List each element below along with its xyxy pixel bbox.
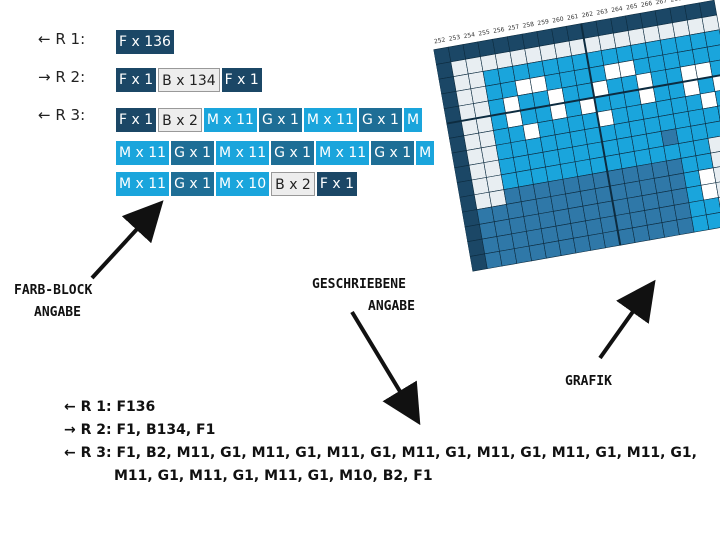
callout-farb-block-line1: FARB-BLOCK: [14, 283, 93, 298]
color-block-m: M: [403, 108, 423, 132]
grid-column-number: 256: [493, 26, 506, 35]
grid-divider-horizontal: [446, 73, 720, 125]
grid-column-number: 261: [566, 13, 579, 22]
arrow-geschriebene: [350, 310, 421, 426]
grid-column-number: 264: [611, 5, 624, 14]
row-label-r3: ← R 3:: [38, 106, 86, 124]
grid-cell: [705, 211, 720, 230]
written-line-r2: → R 2: F1, B134, F1: [64, 422, 216, 438]
color-block-f: F x 136: [116, 30, 174, 54]
row-label-r1: ← R 1:: [38, 30, 86, 48]
grid-column-number: 267: [655, 0, 668, 6]
color-block-g: G x 1: [359, 108, 402, 132]
block-row-1: F x 136: [116, 30, 174, 54]
callout-grafik: GRAFIK: [565, 374, 612, 389]
color-block-g: G x 1: [371, 141, 415, 165]
color-block-b: B x 2: [158, 108, 202, 132]
grid-column-number: 268: [670, 0, 683, 4]
color-block-m: M x 11: [303, 108, 357, 132]
color-block-f: F x 1: [316, 172, 357, 196]
color-block-g: G x 1: [271, 141, 315, 165]
grid-column-number: 252: [434, 36, 447, 45]
color-block-b: B x 2: [271, 172, 315, 196]
grid-cell: [717, 103, 720, 122]
written-line-r3: ← R 3: F1, B2, M11, G1, M11, G1, M11, G1…: [64, 445, 697, 461]
written-instructions: ← R 1: F136 → R 2: F1, B134, F1 ← R 3: F…: [64, 396, 697, 488]
color-block-g: G x 1: [171, 172, 215, 196]
grid-column-number: 258: [522, 21, 535, 30]
color-block-f: F x 1: [116, 108, 157, 132]
grid-column-number: 257: [507, 23, 520, 32]
grid-cell: [712, 164, 720, 184]
grid-column-number: 262: [581, 10, 594, 19]
grid-column-number: 266: [640, 0, 653, 9]
arrow-grafik: [598, 279, 656, 360]
color-block-f: F x 1: [221, 68, 262, 92]
color-block-f: F x 1: [116, 68, 157, 92]
grid-column-number: 255: [478, 29, 491, 38]
callout-geschriebene-line2: ANGABE: [368, 299, 415, 314]
grid-column-number: 259: [537, 18, 550, 27]
color-block-m: M x 11: [216, 141, 270, 165]
color-block-b: B x 134: [158, 68, 220, 92]
color-block-m: M x 10: [216, 172, 270, 196]
row-label-r2: → R 2:: [38, 68, 86, 86]
callout-farb-block: FARB-BLOCK ANGABE: [14, 280, 92, 324]
arrow-farb-block: [90, 200, 164, 280]
grid-column-number: 265: [626, 3, 639, 12]
color-block-m: M: [416, 141, 435, 165]
color-block-m: M x 11: [116, 172, 170, 196]
grid-cell: [714, 88, 720, 107]
color-block-g: G x 1: [171, 141, 215, 165]
grid-column-number: 263: [596, 8, 609, 17]
grid-cell: [710, 150, 720, 169]
color-block-m: M x 11: [316, 141, 370, 165]
written-line-r1: ← R 1: F136: [64, 399, 156, 415]
callout-geschriebene-line1: GESCHRIEBENE: [312, 277, 406, 292]
color-block-m: M x 11: [116, 141, 170, 165]
grid-divider-vertical: [580, 23, 622, 246]
callout-farb-block-line2: ANGABE: [34, 305, 81, 320]
grid-cell: [715, 179, 720, 198]
grid-column-number: 254: [463, 31, 476, 40]
color-block-m: M x 11: [203, 108, 257, 132]
written-line-r3-cont: M11, G1, M11, G1, M11, G1, M10, B2, F1: [114, 468, 433, 484]
grid-column-number: 253: [448, 34, 461, 43]
color-block-g: G x 1: [258, 108, 302, 132]
grid-column-number: 260: [552, 16, 565, 25]
callout-geschriebene: GESCHRIEBENE ANGABE: [312, 274, 415, 318]
